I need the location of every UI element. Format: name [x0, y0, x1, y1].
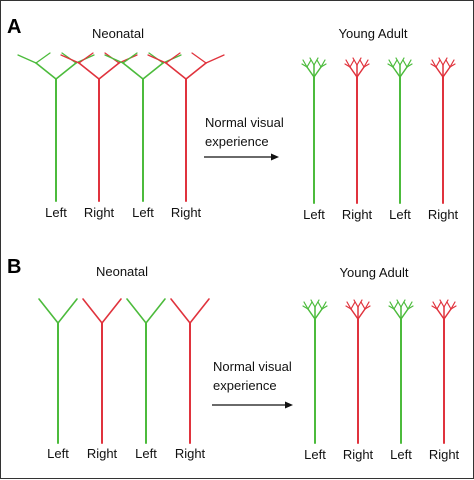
panel-a-neonatal-axon	[17, 52, 95, 202]
panel-b-after-label: Right	[343, 447, 374, 462]
panel-a-arrow-label-2: experience	[205, 134, 269, 149]
panel-b-adult-axon	[388, 299, 414, 444]
axon-arbors	[17, 52, 457, 444]
panel-a-before-label: Right	[84, 205, 115, 220]
panel-a-arrow-label-1: Normal visual	[205, 115, 284, 130]
panel-b-after-title: Young Adult	[340, 265, 409, 280]
panel-a-after-label: Right	[342, 207, 373, 222]
panel-a-neonatal-axon	[104, 52, 182, 202]
panel-b-before-label: Right	[87, 446, 118, 461]
panel-a-before-title: Neonatal	[92, 26, 144, 41]
panel-a-letter: A	[7, 16, 21, 38]
panel-b-before-label: Right	[175, 446, 206, 461]
panel-a-arrow	[204, 153, 279, 161]
panel-b-arrow	[212, 401, 293, 409]
panel-b-before-label: Left	[135, 446, 157, 461]
panel-b-adult-axon	[302, 299, 328, 444]
panel-b-letter: B	[7, 256, 21, 278]
panel-a-before-label: Left	[45, 205, 67, 220]
panel-a-after-label: Left	[389, 207, 411, 222]
panel-a-adult-axon	[344, 57, 370, 204]
panel-a-after-label: Right	[428, 207, 459, 222]
panel-a-after-title: Young Adult	[339, 26, 408, 41]
panel-a-neonatal-axon	[147, 52, 225, 202]
panel-a-adult-axon	[387, 57, 413, 204]
panel-b-neonatal-axon	[38, 298, 78, 444]
panel-b-neonatal-axon	[82, 298, 122, 444]
panel-b-after-label: Left	[390, 447, 412, 462]
panel-b-arrow-label-1: Normal visual	[213, 359, 292, 374]
panel-b-after-label: Left	[304, 447, 326, 462]
panel-b-adult-axon	[431, 299, 457, 444]
panel-a-before-label: Right	[171, 205, 202, 220]
panel-b-neonatal-axon	[170, 298, 210, 444]
panel-a-after-label: Left	[303, 207, 325, 222]
panel-b-neonatal-axon	[126, 298, 166, 444]
panel-a-neonatal-axon	[60, 52, 138, 202]
panel-b-before-title: Neonatal	[96, 264, 148, 279]
panel-b-before-label: Left	[47, 446, 69, 461]
panel-a-adult-axon	[430, 57, 456, 204]
panel-a-before-label: Left	[132, 205, 154, 220]
panel-b-arrow-label-2: experience	[213, 378, 277, 393]
panel-a-adult-axon	[301, 57, 327, 204]
panel-b-after-label: Right	[429, 447, 460, 462]
panel-b-adult-axon	[345, 299, 371, 444]
